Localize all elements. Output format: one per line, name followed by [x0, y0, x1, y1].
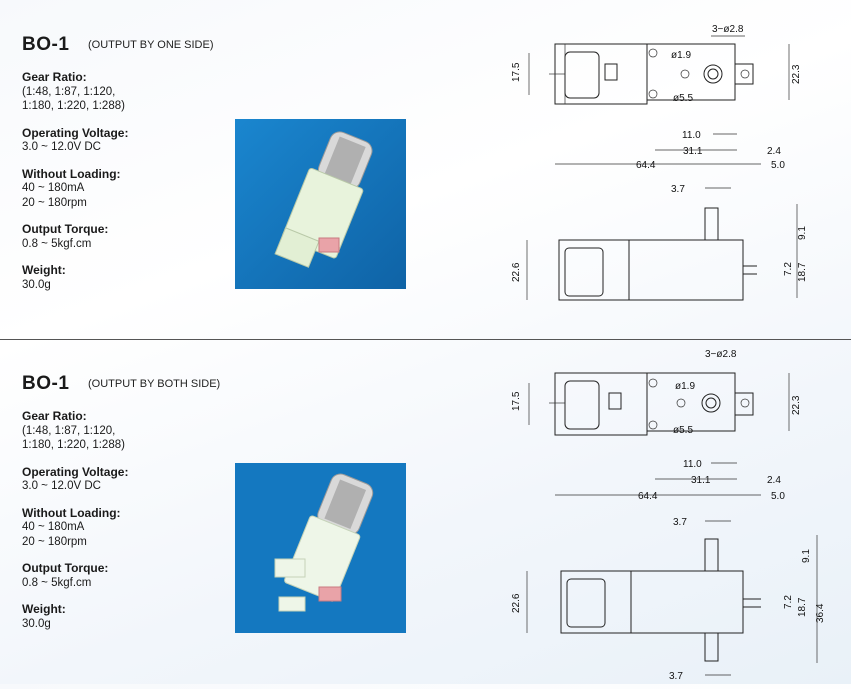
dim-s91: 9.1	[797, 226, 808, 240]
spec-value: 40 ~ 180mA 20 ~ 180rpm	[22, 521, 87, 548]
spec-gear-ratio: Gear Ratio: (1:48, 1:87, 1:120, 1:180, 1…	[22, 409, 128, 453]
dim-s91: 9.1	[801, 549, 812, 563]
dim-s37: 3.7	[671, 184, 685, 195]
dim-w311: 31.1	[683, 146, 703, 157]
spec-label: Operating Voltage:	[22, 464, 129, 479]
dim-w644: 64.4	[636, 160, 656, 171]
dim-w50: 5.0	[771, 491, 785, 502]
technical-drawing: 3−ø2.8 ø1.9 ø5.5 17.5 22.3 11.0 31.1 2.4…	[511, 349, 826, 682]
spec-value: 30.0g	[22, 617, 51, 630]
spec-value: (1:48, 1:87, 1:120, 1:180, 1:220, 1:288)	[22, 424, 125, 452]
spec-value: 30.0g	[22, 278, 51, 291]
dim-d1: ø1.9	[671, 50, 691, 61]
dim-s364: 36.4	[815, 603, 826, 623]
dim-holes: 3−ø2.8	[705, 349, 737, 360]
gear-motor-image	[235, 119, 406, 289]
top-view: 3−ø2.8 ø1.9 ø5.5 17.5 22.3 11.0 31.1 2.4…	[511, 349, 802, 502]
dim-h226: 22.6	[511, 262, 522, 282]
spec-label: Weight:	[22, 602, 66, 616]
dim-s37b: 3.7	[669, 671, 683, 682]
dim-s187: 18.7	[797, 262, 808, 282]
dim-h175: 17.5	[511, 62, 522, 82]
product-photo	[235, 119, 406, 289]
spec-value: 3.0 ~ 12.0V DC	[22, 141, 101, 153]
technical-drawing: 3−ø2.8 ø1.9 ø5.5 17.5 22.3 11.0 31.1 2.4…	[511, 24, 808, 301]
dim-w110: 11.0	[682, 130, 701, 141]
spec-operating-voltage: Operating Voltage: 3.0 ~ 12.0V DC	[22, 126, 128, 155]
spec-label: Operating Voltage:	[22, 125, 129, 140]
product-section-one-side: BO-1 (OUTPUT BY ONE SIDE) Gear Ratio: (1…	[0, 0, 851, 340]
spec-without-loading: Without Loading: 40 ~ 180mA 20 ~ 180rpm	[22, 506, 128, 550]
spec-value: 0.8 ~ 5kgf.cm	[22, 237, 92, 250]
product-section-both-side: BO-1 (OUTPUT BY BOTH SIDE) Gear Ratio: (…	[0, 341, 851, 682]
dim-holes: 3−ø2.8	[712, 24, 744, 35]
dim-s72: 7.2	[783, 595, 794, 609]
model-subtitle: (OUTPUT BY BOTH SIDE)	[88, 378, 221, 390]
model-subtitle: (OUTPUT BY ONE SIDE)	[88, 39, 214, 51]
dim-w110: 11.0	[683, 459, 702, 470]
dim-s37: 3.7	[673, 517, 687, 528]
spec-value: 3.0 ~ 12.0V DC	[22, 480, 101, 492]
dim-h223: 22.3	[791, 64, 802, 84]
dim-s72: 7.2	[783, 262, 794, 276]
spec-label: Output Torque:	[22, 561, 109, 575]
model-title: BO-1	[22, 373, 70, 394]
dim-h175: 17.5	[511, 391, 522, 411]
spec-output-torque: Output Torque: 0.8 ~ 5kgf.cm	[22, 561, 128, 590]
dim-w24: 2.4	[767, 475, 781, 486]
side-view: 3.7 22.6 9.1 7.2 18.7	[511, 184, 808, 301]
product-photo	[235, 463, 406, 633]
side-view: 3.7 22.6 9.1 7.2 18.7 36.4 3.7	[511, 517, 826, 682]
spec-value: (1:48, 1:87, 1:120, 1:180, 1:220, 1:288)	[22, 85, 125, 113]
spec-without-loading: Without Loading: 40 ~ 180mA 20 ~ 180rpm	[22, 167, 128, 211]
dim-h223: 22.3	[791, 395, 802, 415]
spec-weight: Weight: 30.0g	[22, 602, 128, 631]
spec-gear-ratio: Gear Ratio: (1:48, 1:87, 1:120, 1:180, 1…	[22, 70, 128, 114]
dim-d1: ø1.9	[675, 381, 695, 392]
model-title: BO-1	[22, 34, 70, 55]
dimension-drawing-one-side: 3−ø2.8 ø1.9 ø5.5 17.5 22.3 11.0 31.1 2.4…	[505, 8, 845, 318]
dim-d2: ø5.5	[673, 93, 693, 104]
spec-label: Output Torque:	[22, 222, 109, 236]
spec-label: Weight:	[22, 263, 66, 277]
spec-label: Without Loading:	[22, 166, 121, 181]
spec-label: Gear Ratio:	[22, 409, 87, 423]
spec-weight: Weight: 30.0g	[22, 263, 128, 292]
dimension-drawing-both-side: 3−ø2.8 ø1.9 ø5.5 17.5 22.3 11.0 31.1 2.4…	[505, 347, 845, 689]
spec-list: Gear Ratio: (1:48, 1:87, 1:120, 1:180, 1…	[22, 409, 128, 643]
spec-value: 0.8 ~ 5kgf.cm	[22, 576, 92, 589]
dim-w311: 31.1	[691, 475, 711, 486]
dim-s187: 18.7	[797, 597, 808, 617]
spec-operating-voltage: Operating Voltage: 3.0 ~ 12.0V DC	[22, 465, 128, 494]
spec-label: Gear Ratio:	[22, 70, 87, 84]
dim-h226: 22.6	[511, 593, 522, 613]
spec-output-torque: Output Torque: 0.8 ~ 5kgf.cm	[22, 222, 128, 251]
spec-list: Gear Ratio: (1:48, 1:87, 1:120, 1:180, 1…	[22, 70, 128, 304]
section-divider	[0, 339, 851, 340]
dim-d2: ø5.5	[673, 425, 693, 436]
spec-label: Without Loading:	[22, 505, 121, 520]
dim-w24: 2.4	[767, 146, 781, 157]
gear-motor-image	[235, 463, 406, 633]
dim-w644: 64.4	[638, 491, 658, 502]
dim-w50: 5.0	[771, 160, 785, 171]
spec-value: 40 ~ 180mA 20 ~ 180rpm	[22, 182, 87, 209]
top-view: 3−ø2.8 ø1.9 ø5.5 17.5 22.3 11.0 31.1 2.4…	[511, 24, 802, 171]
